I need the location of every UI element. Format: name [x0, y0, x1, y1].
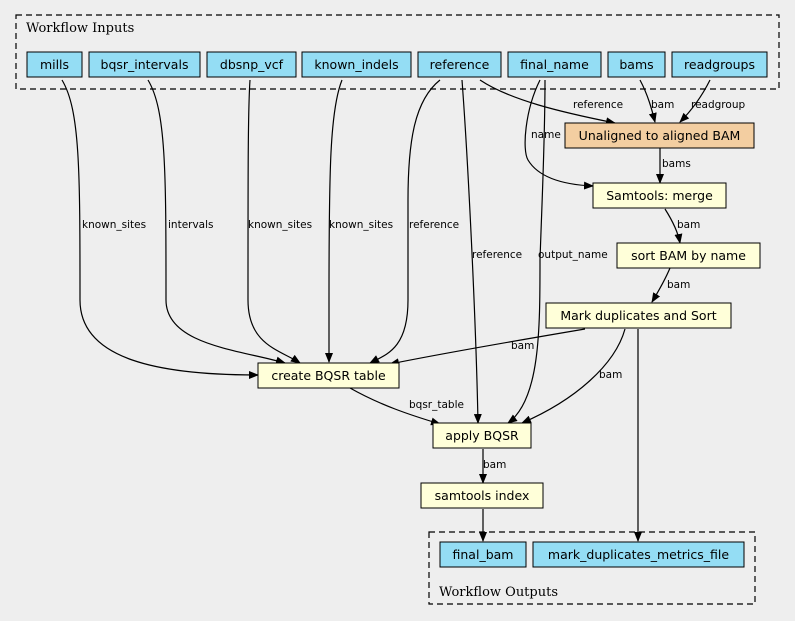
- edge-label: bam: [677, 219, 700, 231]
- step-node-apply-bqsr[interactable]: apply BQSR: [432, 422, 532, 449]
- step-label: create BQSR table: [271, 368, 386, 383]
- step-node-markdup[interactable]: Mark duplicates and Sort: [545, 302, 732, 329]
- workflow-outputs-cluster: [428, 531, 756, 605]
- edge-label: bam: [667, 279, 690, 291]
- input-node-bams[interactable]: bams: [607, 51, 666, 78]
- edge-indels-bqsr-table: [325, 79, 343, 363]
- workflow-inputs-cluster: [15, 14, 780, 90]
- input-node-known-indels[interactable]: known_indels: [301, 51, 412, 78]
- output-nodes: final_bam mark_duplicates_metrics_file: [439, 541, 745, 568]
- step-label: Unaligned to aligned BAM: [579, 128, 741, 143]
- step-node-merge[interactable]: Samtools: merge: [592, 182, 727, 209]
- edge-merge-sort: [664, 208, 683, 244]
- workflow-outputs-title: Workflow Outputs: [439, 585, 558, 600]
- edge-label: known_sites: [248, 219, 312, 231]
- edge-label: bam: [599, 369, 622, 381]
- edge-labels: reference bam readgroup name bams bam ba…: [82, 99, 745, 471]
- edge-label: known_sites: [82, 219, 146, 231]
- input-node-final-name[interactable]: final_name: [507, 51, 602, 78]
- step-label: Mark duplicates and Sort: [560, 308, 716, 323]
- step-node-samtools-index[interactable]: samtools index: [420, 482, 544, 509]
- input-label: mills: [40, 57, 69, 72]
- step-label: samtools index: [435, 488, 530, 503]
- edge-label: bams: [662, 158, 691, 170]
- step-node-bqsr-table[interactable]: create BQSR table: [257, 362, 400, 389]
- input-node-bqsr-intervals[interactable]: bqsr_intervals: [88, 51, 201, 78]
- input-nodes: mills bqsr_intervals dbsnp_vcf known_ind…: [26, 51, 768, 78]
- output-node-final-bam[interactable]: final_bam: [439, 541, 527, 568]
- edge-label: output_name: [538, 249, 608, 261]
- edge-label: known_sites: [329, 219, 393, 231]
- edge-label: intervals: [168, 219, 214, 231]
- edge-label: reference: [472, 249, 522, 261]
- edge-label: bam: [511, 340, 534, 352]
- input-label: readgroups: [684, 57, 755, 72]
- input-label: bqsr_intervals: [101, 57, 189, 72]
- edge-mills-bqsr-table: [61, 79, 259, 379]
- output-label: final_bam: [453, 547, 514, 562]
- edge-reference-bqsr-table: [369, 79, 441, 364]
- edge-intervals-bqsr-table: [147, 79, 286, 365]
- edge-label: reference: [409, 219, 459, 231]
- edge-label: bam: [651, 99, 674, 111]
- edge-final-name-apply-bqsr: [507, 79, 546, 424]
- step-label: apply BQSR: [445, 428, 519, 443]
- input-label: dbsnp_vcf: [220, 57, 284, 72]
- edge-bams-align: [639, 79, 657, 123]
- input-node-mills[interactable]: mills: [26, 51, 83, 78]
- edge-bqsr-table-apply: [349, 387, 441, 426]
- input-label: final_name: [520, 57, 589, 72]
- output-label: mark_duplicates_metrics_file: [548, 547, 729, 562]
- edge-markdup-apply-bqsr: [521, 328, 626, 424]
- input-label: bams: [619, 57, 653, 72]
- input-node-dbsnp-vcf[interactable]: dbsnp_vcf: [206, 51, 297, 78]
- step-node-align[interactable]: Unaligned to aligned BAM: [564, 122, 755, 149]
- step-label: Samtools: merge: [606, 188, 713, 203]
- step-label: sort BAM by name: [631, 248, 746, 263]
- step-node-sort[interactable]: sort BAM by name: [616, 242, 761, 269]
- edge-dbsnp-bqsr-table: [247, 79, 301, 364]
- edge-label: name: [531, 129, 561, 141]
- step-nodes: Unaligned to aligned BAM Samtools: merge…: [257, 122, 761, 509]
- edge-label: bqsr_table: [409, 399, 464, 411]
- edge-label: reference: [573, 99, 623, 111]
- edge-sort-markdup: [651, 267, 671, 303]
- workflow-inputs-title: Workflow Inputs: [26, 21, 134, 36]
- output-node-mark-duplicates-metrics-file[interactable]: mark_duplicates_metrics_file: [532, 541, 745, 568]
- input-node-reference[interactable]: reference: [417, 51, 502, 78]
- input-label: reference: [430, 57, 490, 72]
- input-node-readgroups[interactable]: readgroups: [671, 51, 768, 78]
- edge-label: readgroup: [691, 99, 745, 111]
- input-label: known_indels: [314, 57, 398, 72]
- edge-readgroups-align: [679, 79, 711, 123]
- edge-final-name-merge: [524, 79, 594, 190]
- edge-markdup-bqsr-table: [389, 328, 586, 367]
- edges: [61, 79, 711, 542]
- edge-label: bam: [483, 459, 506, 471]
- edge-reference-align: [479, 79, 616, 126]
- edge-reference-apply-bqsr: [461, 79, 482, 424]
